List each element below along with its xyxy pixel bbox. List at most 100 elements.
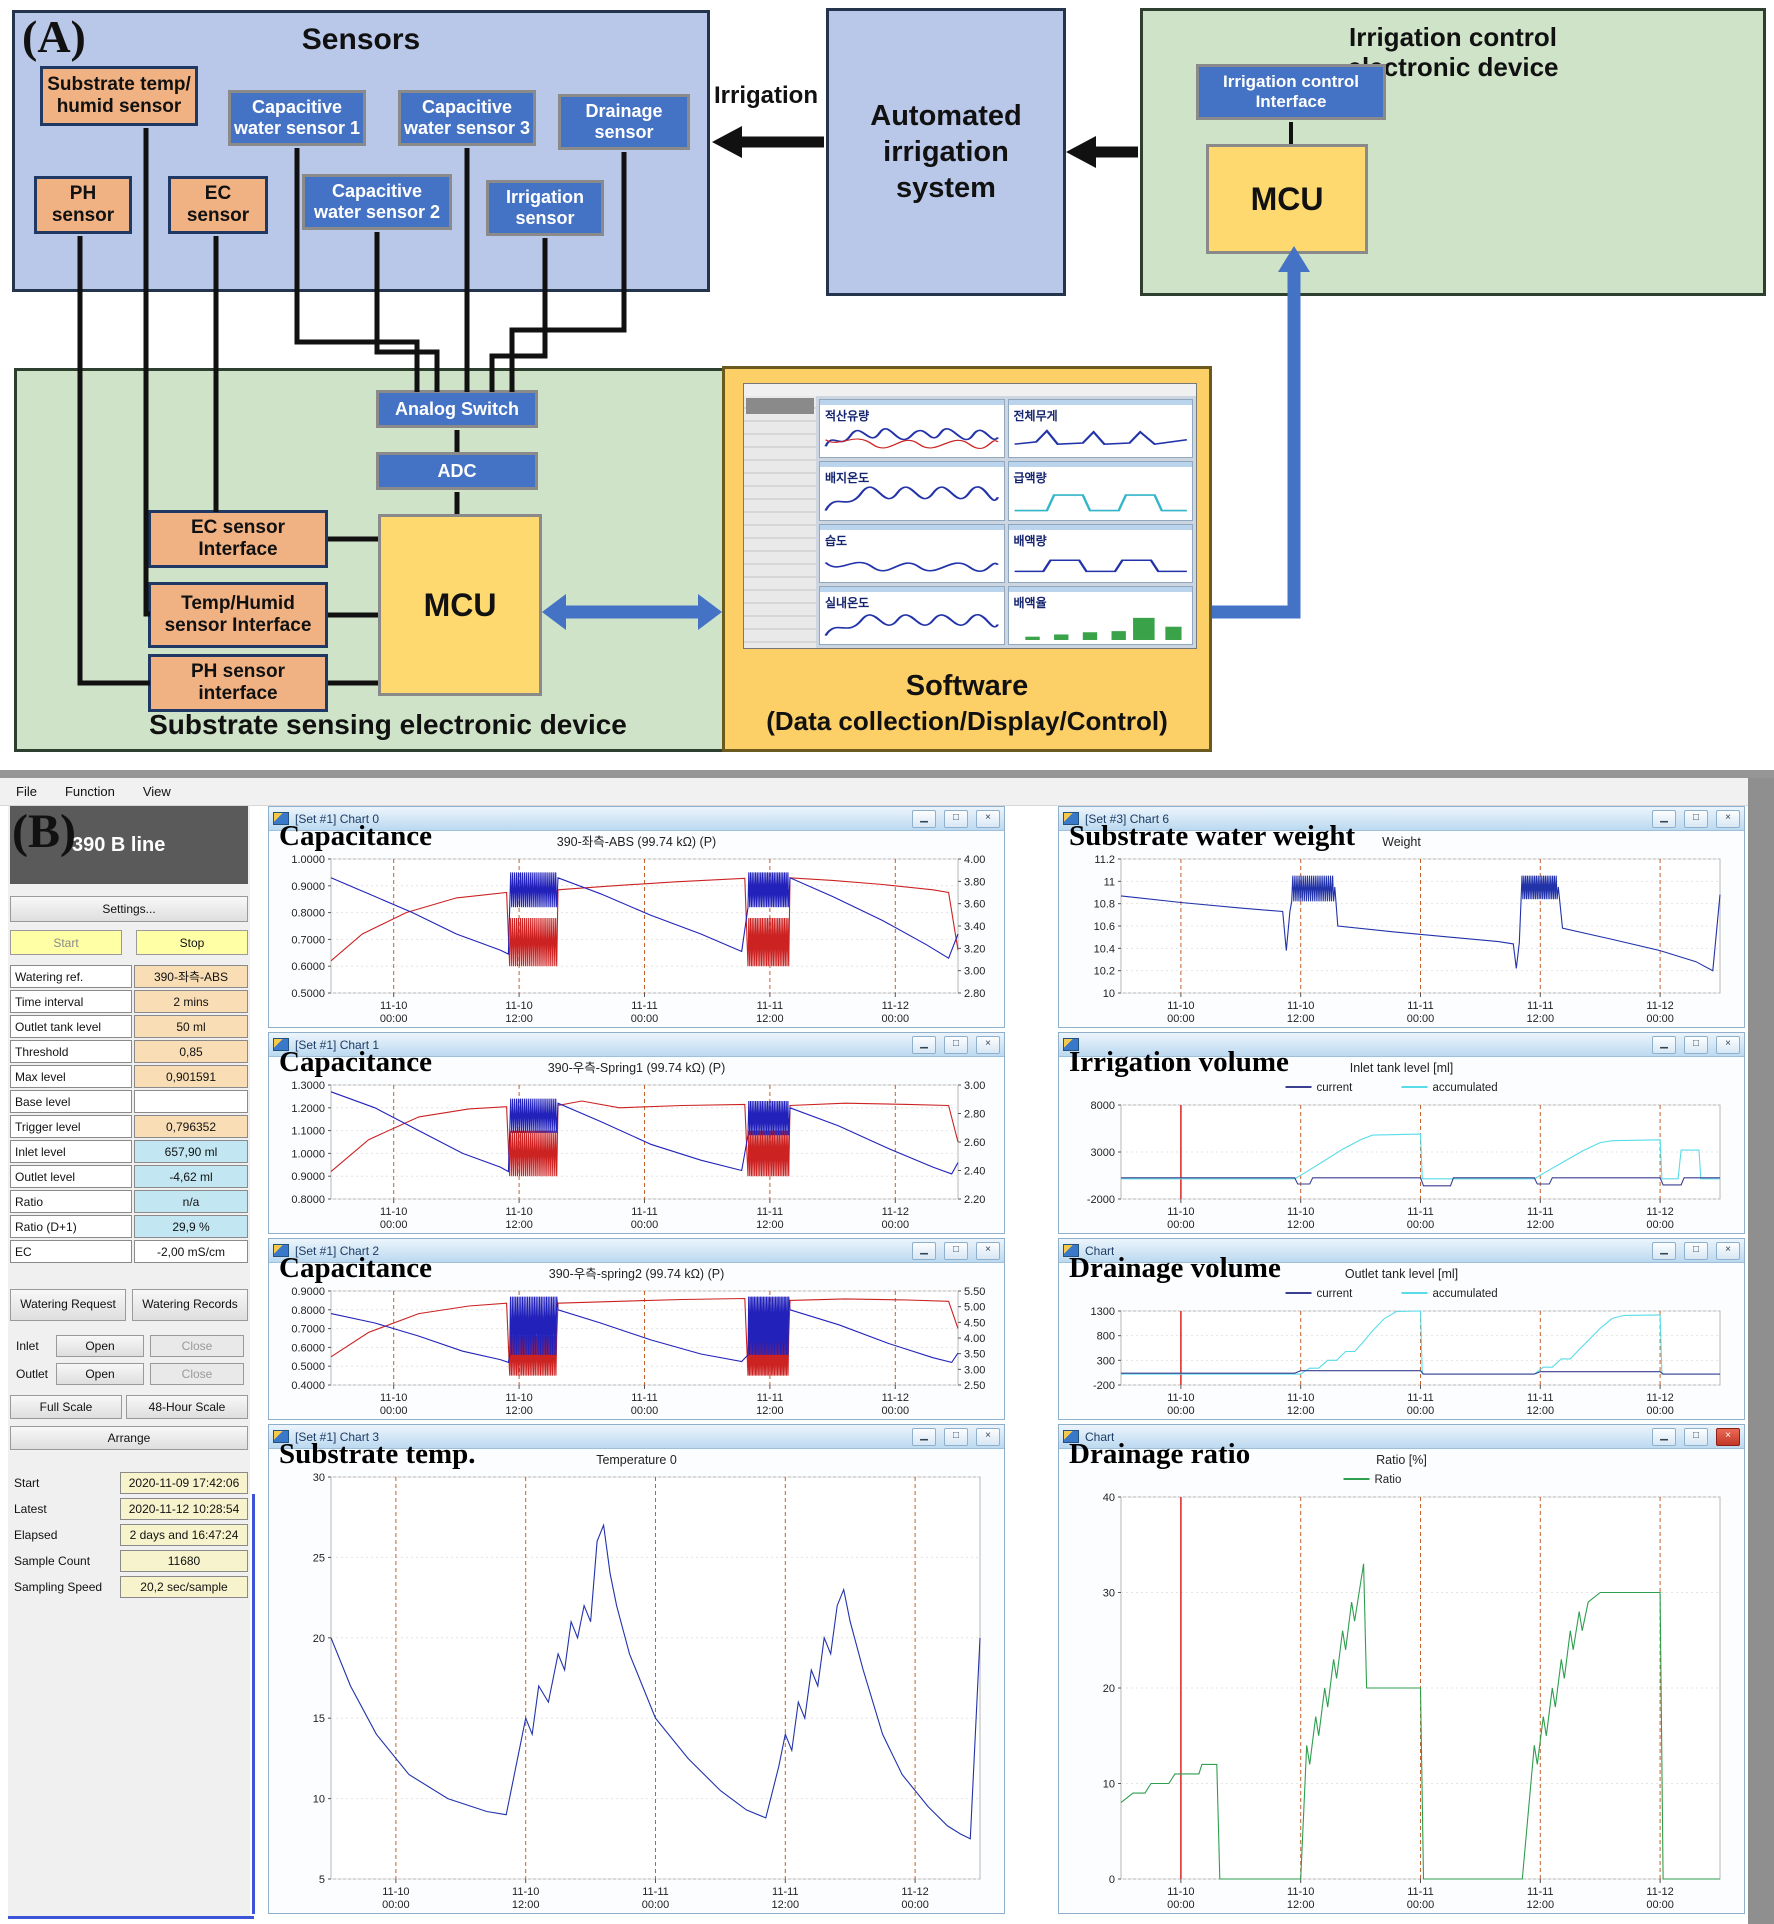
splitter[interactable] xyxy=(252,1494,255,1914)
outlet-open-button[interactable]: Open xyxy=(56,1363,144,1385)
minimize-button[interactable]: ▁ xyxy=(1652,1427,1676,1446)
svg-text:11-11: 11-11 xyxy=(631,1000,658,1012)
chart-window-irrigation-volume: ▁ □ × Irrigation volume Inlet tank level… xyxy=(1058,1032,1745,1234)
watering-records-button[interactable]: Watering Records xyxy=(132,1289,248,1321)
svg-text:11.2: 11.2 xyxy=(1094,854,1115,866)
close-button[interactable]: × xyxy=(1716,1241,1740,1260)
minimize-button[interactable]: ▁ xyxy=(912,809,936,828)
field-value[interactable]: 657,90 ml xyxy=(134,1140,248,1163)
field-value[interactable]: 390-좌측-ABS xyxy=(134,965,248,988)
field-label: Outlet level xyxy=(10,1165,132,1188)
field-value[interactable]: -4,62 ml xyxy=(134,1165,248,1188)
svg-text:0.9000: 0.9000 xyxy=(291,1286,325,1298)
window-titlebar[interactable]: [Set #1] Chart 1 ▁ □ × xyxy=(269,1033,1004,1057)
close-button[interactable]: × xyxy=(1716,809,1740,828)
minimize-button[interactable]: ▁ xyxy=(912,1241,936,1260)
arrange-button[interactable]: Arrange xyxy=(10,1426,248,1450)
menu-function[interactable]: Function xyxy=(64,784,115,799)
watering-request-button[interactable]: Watering Request xyxy=(10,1289,126,1321)
maximize-button[interactable]: □ xyxy=(944,809,968,828)
maximize-button[interactable]: □ xyxy=(1684,809,1708,828)
minimize-button[interactable]: ▁ xyxy=(912,1427,936,1446)
window-titlebar[interactable]: Chart ▁ □ × xyxy=(1059,1425,1744,1449)
field-value[interactable]: 29,9 % xyxy=(134,1215,248,1238)
mini-chart: 실내온도 xyxy=(819,585,1005,645)
minimize-button[interactable]: ▁ xyxy=(1652,1035,1676,1054)
svg-text:10.2: 10.2 xyxy=(1094,966,1115,978)
window-titlebar[interactable]: [Set #3] Chart 6 ▁ □ × xyxy=(1059,807,1744,831)
maximize-button[interactable]: □ xyxy=(1684,1241,1708,1260)
minimize-button[interactable]: ▁ xyxy=(1652,1241,1676,1260)
field-value[interactable]: -2,00 mS/cm xyxy=(134,1240,248,1263)
minimize-button[interactable]: ▁ xyxy=(912,1035,936,1054)
outlet-close-button[interactable]: Close xyxy=(150,1363,244,1385)
full-scale-button[interactable]: Full Scale xyxy=(10,1395,122,1419)
inlet-close-button[interactable]: Close xyxy=(150,1335,244,1357)
analog-switch-box: Analog Switch xyxy=(376,390,538,428)
field-value[interactable]: 50 ml xyxy=(134,1015,248,1038)
maximize-button[interactable]: □ xyxy=(944,1427,968,1446)
svg-text:5: 5 xyxy=(319,1874,325,1886)
field-label: Trigger level xyxy=(10,1115,132,1138)
close-button[interactable]: × xyxy=(976,809,1000,828)
maximize-button[interactable]: □ xyxy=(1684,1035,1708,1054)
splitter-bottom[interactable] xyxy=(8,1916,254,1919)
svg-text:12:00: 12:00 xyxy=(772,1899,800,1911)
maximize-button[interactable]: □ xyxy=(944,1035,968,1054)
stop-button[interactable]: Stop xyxy=(136,930,248,955)
svg-text:11-10: 11-10 xyxy=(1167,1206,1194,1218)
start-button[interactable]: Start xyxy=(10,930,122,955)
svg-text:3.00: 3.00 xyxy=(964,1080,985,1092)
settings-button[interactable]: Settings... xyxy=(10,896,248,922)
maximize-button[interactable]: □ xyxy=(944,1241,968,1260)
field-value[interactable]: 0,796352 xyxy=(134,1115,248,1138)
field-value[interactable] xyxy=(134,1090,248,1113)
window-titlebar[interactable]: ▁ □ × xyxy=(1059,1033,1744,1057)
irrigation-sensor-box: Irrigation sensor xyxy=(486,180,604,236)
menu-file[interactable]: File xyxy=(16,784,37,799)
svg-text:00:00: 00:00 xyxy=(1646,1899,1674,1911)
svg-text:10: 10 xyxy=(1103,988,1115,1000)
annotation-label: Capacitance xyxy=(279,1046,433,1078)
close-button[interactable]: × xyxy=(976,1035,1000,1054)
svg-text:11-11: 11-11 xyxy=(1527,1000,1554,1012)
close-button[interactable]: × xyxy=(976,1427,1000,1446)
field-value[interactable]: n/a xyxy=(134,1190,248,1213)
window-titlebar[interactable]: [Set #1] Chart 3 ▁ □ × xyxy=(269,1425,1004,1449)
svg-text:30: 30 xyxy=(1103,1588,1115,1600)
inlet-open-button[interactable]: Open xyxy=(56,1335,144,1357)
svg-text:0.4000: 0.4000 xyxy=(291,1380,325,1392)
maximize-button[interactable]: □ xyxy=(1684,1427,1708,1446)
svg-text:11-11: 11-11 xyxy=(1407,1886,1434,1898)
irrigation-control-mcu-box: MCU xyxy=(1206,144,1368,254)
svg-text:-200: -200 xyxy=(1093,1380,1115,1392)
svg-text:1.3000: 1.3000 xyxy=(291,1080,325,1092)
svg-text:-2000: -2000 xyxy=(1087,1194,1115,1206)
annotation-label: Irrigation volume xyxy=(1069,1046,1289,1078)
svg-text:0.7000: 0.7000 xyxy=(291,1324,325,1336)
window-title: [Set #1] Chart 0 xyxy=(295,811,380,826)
48-hour-scale-button[interactable]: 48-Hour Scale xyxy=(126,1395,248,1419)
window-titlebar[interactable]: [Set #1] Chart 2 ▁ □ × xyxy=(269,1239,1004,1263)
window-titlebar[interactable]: [Set #1] Chart 0 ▁ □ × xyxy=(269,807,1004,831)
svg-text:12:00: 12:00 xyxy=(756,1219,784,1231)
close-button[interactable]: × xyxy=(1716,1035,1740,1054)
minimize-button[interactable]: ▁ xyxy=(1652,809,1676,828)
svg-text:11-11: 11-11 xyxy=(772,1886,799,1898)
field-value[interactable]: 2 mins xyxy=(134,990,248,1013)
svg-text:10: 10 xyxy=(313,1794,325,1806)
system-diagram: (A) Sensors Substrate temp/ humid sensor… xyxy=(0,0,1774,770)
window-titlebar[interactable]: Chart ▁ □ × xyxy=(1059,1239,1744,1263)
svg-text:00:00: 00:00 xyxy=(901,1899,929,1911)
menu-view[interactable]: View xyxy=(142,784,171,799)
field-value[interactable]: 0,85 xyxy=(134,1040,248,1063)
svg-text:00:00: 00:00 xyxy=(1646,1219,1674,1231)
svg-text:0.8000: 0.8000 xyxy=(291,908,325,920)
close-button[interactable]: × xyxy=(1716,1427,1740,1446)
close-button[interactable]: × xyxy=(976,1241,1000,1260)
sidebar-field-row: EC-2,00 mS/cm xyxy=(10,1240,248,1263)
field-value[interactable]: 0,901591 xyxy=(134,1065,248,1088)
